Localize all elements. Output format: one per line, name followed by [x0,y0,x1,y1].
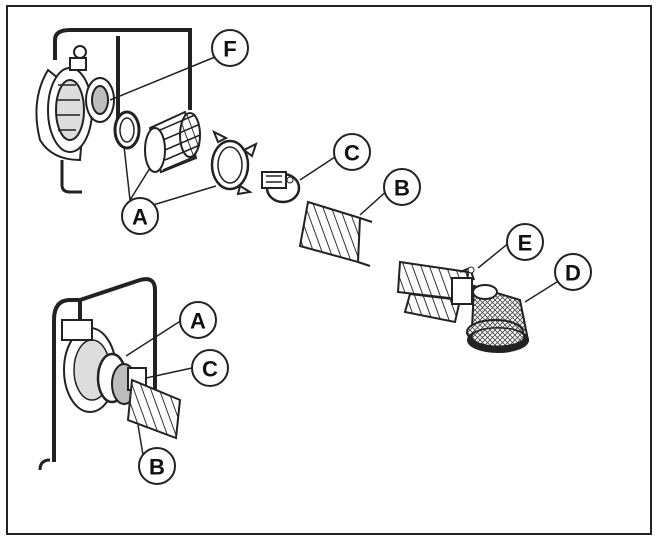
assembled-pump-view [38,277,182,471]
hose-clamp-top [261,171,301,204]
svg-text:C: C [344,141,360,166]
svg-text:F: F [223,37,236,62]
callout-a-bottom: A [179,301,217,339]
callout-b-bottom: B [138,447,176,485]
svg-text:E: E [518,231,533,256]
svg-text:A: A [132,205,148,230]
svg-text:B: B [394,176,410,201]
callout-c-top: C [333,133,371,171]
svg-text:D: D [565,261,581,286]
gasket-ring [113,110,141,150]
hose-segment-top [298,200,373,267]
strainer-assembly [396,260,530,353]
coupling-nut-top [210,129,258,196]
callout-c-bottom: C [191,349,229,387]
svg-text:B: B [149,455,165,480]
svg-text:C: C [202,357,218,382]
callout-a-top: A [121,197,159,235]
callout-f-top: F [211,29,249,67]
pump-outlet-assembly [35,28,192,194]
svg-text:A: A [190,309,206,334]
callout-d-right: D [554,253,592,291]
hose-coupling-top [144,110,201,174]
callout-e-right: E [506,223,544,261]
callout-b-top: B [383,168,421,206]
